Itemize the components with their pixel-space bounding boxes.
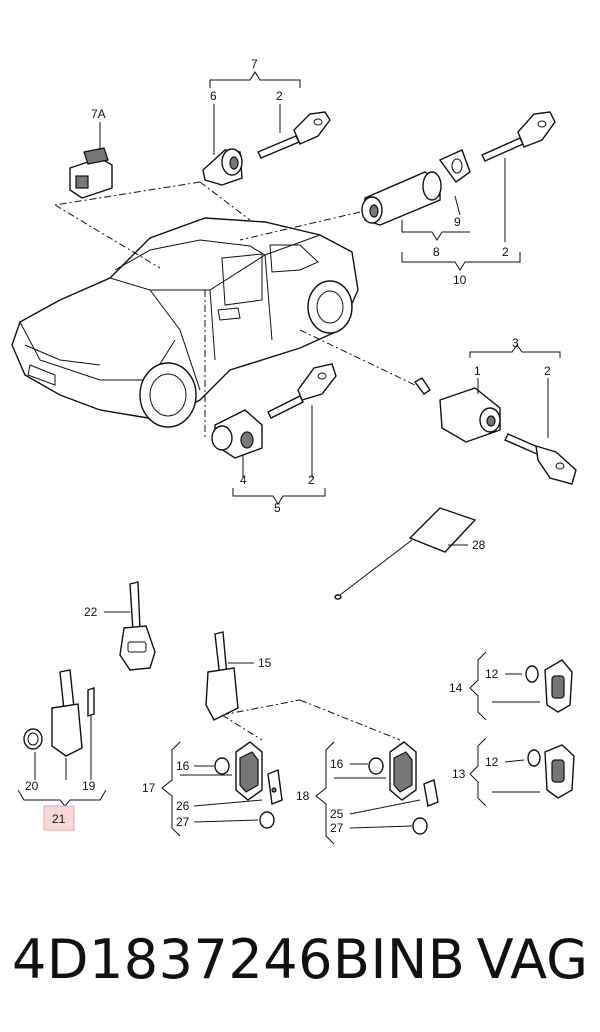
callout-13: 13 xyxy=(452,767,466,781)
caption-bar: 4D1837246BINB VAG xyxy=(0,905,600,1015)
part-2-key-trunk xyxy=(481,111,556,162)
part-20-cap xyxy=(23,728,43,750)
callout-14: 14 xyxy=(449,681,463,695)
part-21-key xyxy=(51,669,83,757)
callout-2-glovebox: 2 xyxy=(544,364,551,378)
callout-27-a: 27 xyxy=(176,815,190,829)
part-6-lock-cylinder xyxy=(202,148,243,186)
leader-lines xyxy=(54,181,416,741)
callout-12-a: 12 xyxy=(485,667,499,681)
part-1-glovebox-lock xyxy=(413,377,501,443)
car-illustration xyxy=(11,217,359,428)
callout-2-top: 2 xyxy=(276,89,283,103)
callout-12-b: 12 xyxy=(485,755,499,769)
callout-4: 4 xyxy=(240,473,247,487)
callout-26: 26 xyxy=(176,799,190,813)
part-2-key-top xyxy=(257,111,331,159)
callout-19: 19 xyxy=(82,779,96,793)
callout-5: 5 xyxy=(274,501,281,515)
callout-25: 25 xyxy=(330,807,344,821)
callout-8: 8 xyxy=(433,245,440,259)
part-18-remote xyxy=(368,741,439,835)
callout-20: 20 xyxy=(25,779,39,793)
callout-7A: 7A xyxy=(91,107,106,121)
callout-2-trunk: 2 xyxy=(502,245,509,259)
callout-10: 10 xyxy=(453,273,467,287)
callout-27-b: 27 xyxy=(330,821,344,835)
part-14-remote xyxy=(525,659,573,713)
part-13-remote xyxy=(527,744,575,799)
part-22-key xyxy=(119,581,156,671)
callout-2-door: 2 xyxy=(308,473,315,487)
callout-3: 3 xyxy=(512,336,519,350)
part-19-pin xyxy=(87,687,95,717)
callout-15: 15 xyxy=(258,656,272,670)
part-2-key-door xyxy=(267,363,337,419)
callout-16-b: 16 xyxy=(330,757,344,771)
callout-18: 18 xyxy=(296,789,310,803)
callout-7: 7 xyxy=(251,57,258,71)
part-2-key-glovebox xyxy=(504,433,577,485)
callout-6: 6 xyxy=(210,89,217,103)
callout-brackets xyxy=(17,71,561,845)
callout-22: 22 xyxy=(84,605,98,619)
callout-28: 28 xyxy=(472,538,486,552)
part-4-door-lock xyxy=(211,409,263,459)
callout-1: 1 xyxy=(474,364,481,378)
callout-9: 9 xyxy=(454,215,461,229)
callout-16-a: 16 xyxy=(176,759,190,773)
part-8-trunk-lock xyxy=(361,149,471,226)
brand-name: VAG xyxy=(476,928,588,991)
part-15-key xyxy=(205,631,239,721)
highlight-box-21 xyxy=(43,805,75,831)
callout-21: 21 xyxy=(52,812,66,826)
callout-labels: 7 7A 6 2 2 9 8 10 3 1 2 4 2 5 28 22 15 2… xyxy=(25,57,551,835)
part-number: 4D1837246BINB xyxy=(12,928,466,991)
callout-17: 17 xyxy=(142,781,156,795)
part-28-tag xyxy=(334,507,477,600)
exploded-parts-diagram: 7 7A 6 2 2 9 8 10 3 1 2 4 2 5 28 22 15 2… xyxy=(11,57,577,845)
part-7A-switch xyxy=(69,147,113,199)
part-17-remote xyxy=(214,741,283,829)
